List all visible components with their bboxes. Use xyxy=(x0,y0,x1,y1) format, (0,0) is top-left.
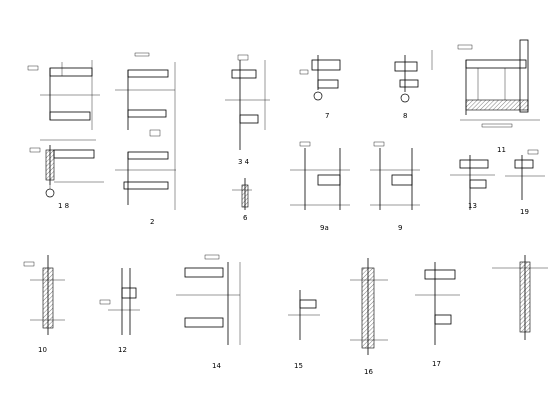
section-label: 9 xyxy=(398,224,402,232)
detail-section-15: 15 xyxy=(288,290,320,370)
detail-section-1-8: 1 8 xyxy=(27,60,104,210)
section-label: 11 xyxy=(497,146,506,154)
detail-section-6: 6 xyxy=(232,178,252,222)
section-label: 1 8 xyxy=(58,202,69,210)
detail-section-7: 7 xyxy=(299,55,341,120)
section-label: 15 xyxy=(294,362,303,370)
detail-section-2: 2 xyxy=(115,52,176,226)
section-label: 9a xyxy=(320,224,329,232)
detail-section-9a: 9a xyxy=(290,141,350,232)
detail-section-11: 11 xyxy=(457,39,540,154)
section-label: 12 xyxy=(118,346,127,354)
detail-section-8: 8 xyxy=(394,50,433,120)
detail-section-13: 13 xyxy=(450,155,495,210)
section-label: 13 xyxy=(468,202,477,210)
detail-section-19: 19 xyxy=(505,149,545,216)
section-label: 8 xyxy=(403,112,407,120)
section-label: 19 xyxy=(520,208,529,216)
section-label: 14 xyxy=(212,362,221,370)
section-label: 3 4 xyxy=(238,158,250,166)
section-label: 2 xyxy=(150,218,154,226)
detail-section-14: 14 xyxy=(176,254,241,370)
section-label: 6 xyxy=(243,214,248,222)
detail-section-17: 17 xyxy=(415,262,460,368)
detail-section-10: 10 xyxy=(23,255,65,354)
detail-section-12: 12 xyxy=(99,268,140,354)
detail-section-16: 16 xyxy=(350,258,388,376)
section-label: 7 xyxy=(325,112,329,120)
section-label: 17 xyxy=(432,360,441,368)
detail-section-3-4: 3 4 xyxy=(225,54,270,166)
detail-partial-right xyxy=(492,255,548,340)
detail-section-9: 9 xyxy=(370,141,420,232)
section-label: 16 xyxy=(364,368,373,376)
section-label: 10 xyxy=(38,346,47,354)
